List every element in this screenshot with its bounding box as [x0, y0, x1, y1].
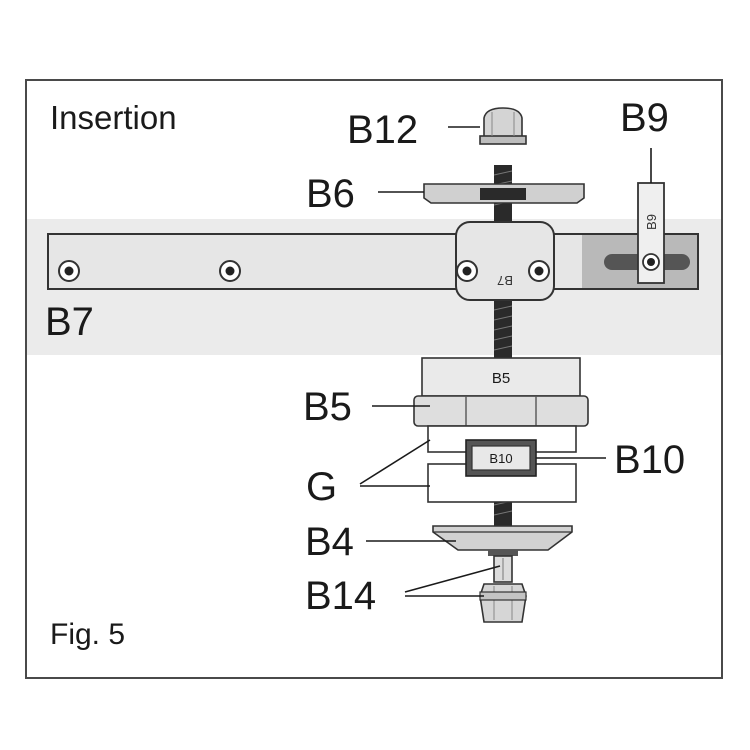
b9-clip: B9	[637, 182, 665, 284]
label-b4: B4	[305, 520, 354, 564]
b4-washer	[432, 525, 573, 556]
b9-part-marking: B9	[644, 214, 659, 230]
label-b14: B14	[305, 574, 376, 618]
b5-part-marking: B5	[492, 370, 510, 387]
b12-cap-nut	[479, 107, 527, 145]
b6-bar	[423, 183, 585, 204]
label-b10: B10	[614, 438, 685, 482]
figure-caption: Fig. 5	[50, 618, 125, 651]
b7-part-marking: B7	[497, 273, 513, 288]
b5-housing: B5	[413, 357, 589, 427]
figure-title: Insertion	[50, 99, 177, 136]
b7-main-bar: B7	[47, 221, 699, 301]
label-b7: B7	[45, 300, 94, 344]
label-b9: B9	[620, 96, 669, 140]
label-b12: B12	[347, 108, 418, 152]
label-b6: B6	[306, 172, 355, 216]
label-b5: B5	[303, 385, 352, 429]
leader-lines	[359, 126, 652, 597]
b10-part-marking: B10	[489, 451, 512, 466]
figure-frame	[25, 79, 723, 679]
b10-nut: B10	[465, 439, 537, 477]
label-g: G	[306, 465, 337, 509]
b14-nut	[479, 555, 527, 623]
